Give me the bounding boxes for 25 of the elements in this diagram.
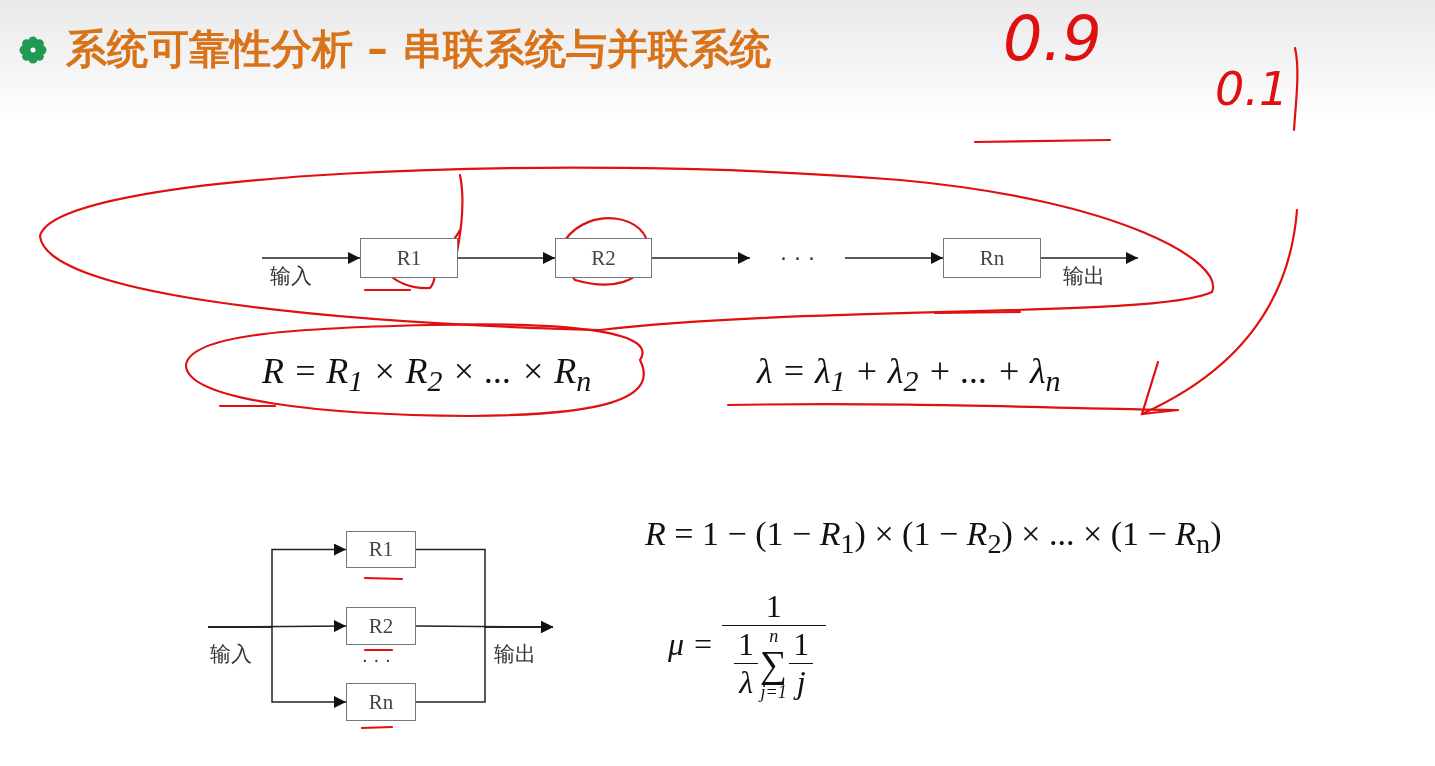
arrow	[207, 626, 347, 708]
arrow	[651, 252, 751, 264]
handwritten-number: 0.9	[1003, 2, 1102, 75]
component-box: Rn	[943, 238, 1041, 278]
arrow	[844, 252, 944, 264]
edge-label: 输入	[270, 263, 312, 290]
edge-label: 输出	[494, 641, 536, 668]
component-box: R1	[346, 531, 416, 568]
handwritten-number: 0.1	[1215, 62, 1289, 116]
arrow	[1040, 252, 1139, 264]
component-box: Rn	[346, 683, 416, 721]
title: 系统可靠性分析 – 串联系统与并联系统	[66, 24, 772, 75]
edge-label: 输入	[210, 641, 252, 668]
arrow	[261, 252, 361, 264]
ellipsis-text: · · ·	[362, 650, 391, 671]
component-box: R2	[555, 238, 652, 278]
component-box: R1	[360, 238, 458, 278]
formula: R = R$_{1}$ × R$_{2}$ × ... × R$_{n}$	[262, 350, 592, 399]
formula: λ = λ$_{1}$ + λ$_{2}$ + ... + λ$_{n}$	[757, 350, 1061, 399]
arrow	[415, 621, 554, 703]
component-box: R2	[346, 607, 416, 645]
formula: R = 1 − (1 − R$_{1}$) × (1 − R$_{2}$) × ... × (1 − R$_{n}$)	[645, 515, 1222, 560]
ellipsis-text: · · ·	[750, 243, 845, 273]
edge-label: 输出	[1063, 263, 1105, 290]
arrow	[457, 252, 556, 264]
